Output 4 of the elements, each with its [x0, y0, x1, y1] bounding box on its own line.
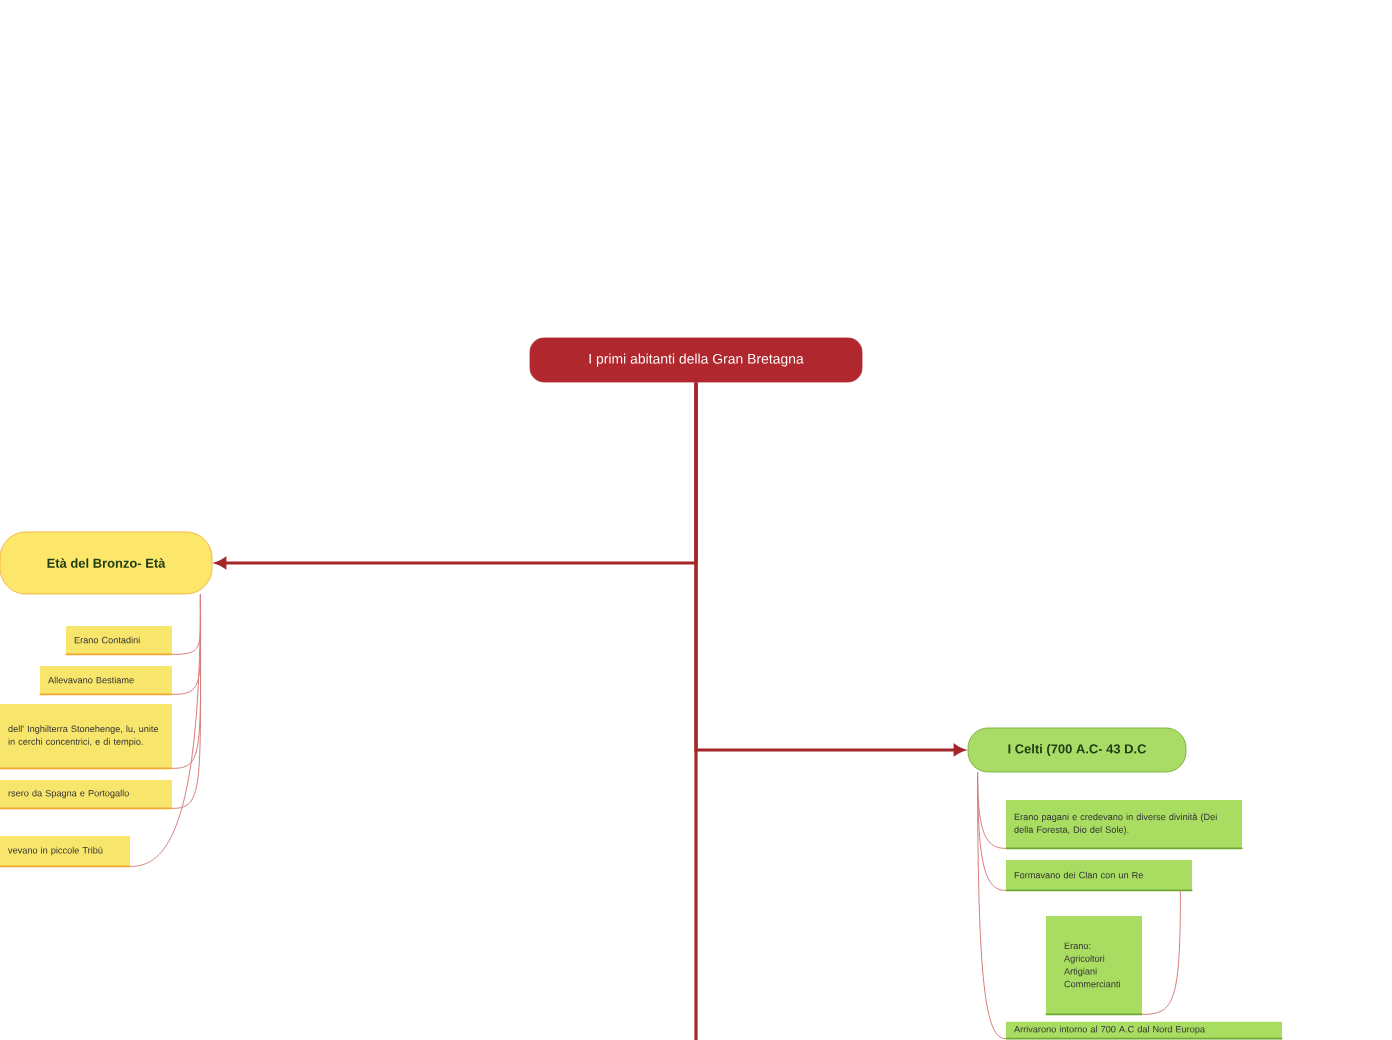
connector: [694, 382, 698, 1040]
connector: [1141, 889, 1181, 1015]
connector: [129, 593, 201, 867]
connector: [977, 771, 1007, 1040]
